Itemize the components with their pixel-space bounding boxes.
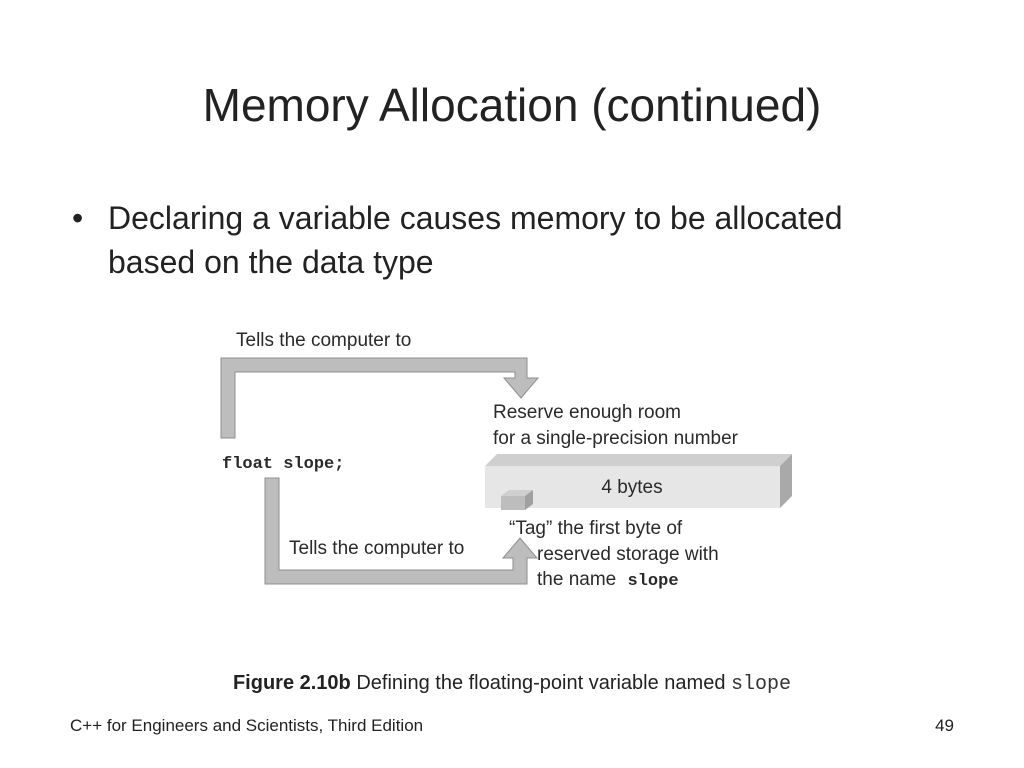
memory-box: 4 bytes: [485, 454, 792, 510]
tag-text-line3-prefix: the name: [537, 569, 616, 590]
lower-arrow-icon: [264, 477, 539, 585]
upper-arrow-icon: [220, 357, 540, 439]
memory-box-side: [780, 454, 792, 508]
memory-box-label: 4 bytes: [601, 477, 662, 498]
tag-text-line3-code: slope: [628, 572, 679, 591]
reserve-text-line1: Reserve enough room: [493, 402, 681, 423]
figure-caption-text: Defining the floating-point variable nam…: [356, 672, 726, 694]
reserve-text-line2: for a single-precision number: [493, 428, 739, 449]
first-byte-tag: [501, 496, 525, 510]
footer-book-title: C++ for Engineers and Scientists, Third …: [70, 716, 424, 735]
memory-box-top: [485, 454, 792, 466]
memory-box-front: [485, 466, 780, 508]
bottom-arrow-label: Tells the computer to: [289, 538, 464, 559]
top-arrow-label: Tells the computer to: [236, 330, 411, 351]
figure-caption-code: slope: [731, 673, 792, 696]
first-byte-tag-side: [525, 490, 533, 510]
first-byte-tag-top: [501, 490, 533, 496]
figure-caption: Figure 2.10b Defining the floating-point…: [0, 672, 1024, 696]
figure-caption-label: Figure 2.10b: [232, 672, 351, 694]
code-declaration: float slope;: [222, 455, 344, 474]
tag-text-line2: reserved storage with: [537, 544, 719, 565]
bullet-dot-icon: •: [72, 200, 84, 236]
slide-title: Memory Allocation (continued): [202, 79, 822, 131]
tag-text-line3: the name slope: [537, 569, 679, 591]
tag-text-line1: “Tag” the first byte of: [509, 518, 683, 539]
footer-page-number: 49: [935, 716, 954, 735]
bullet-text: Declaring a variable causes memory to be…: [108, 200, 843, 280]
